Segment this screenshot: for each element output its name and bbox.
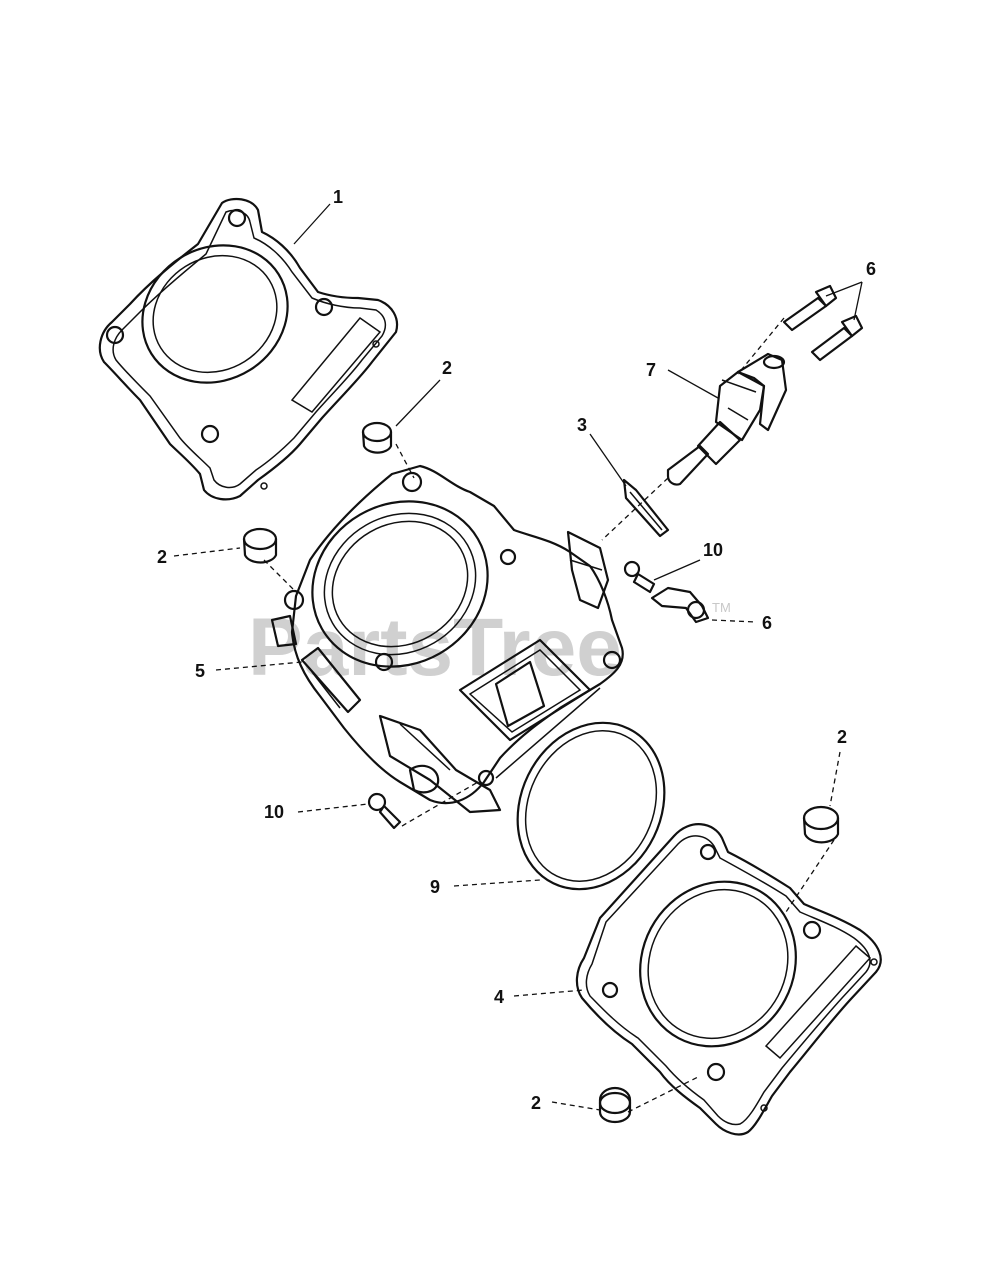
leader-1: [293, 203, 331, 245]
callout-7: 7: [646, 360, 656, 380]
callout-4: 4: [494, 987, 504, 1007]
dowel-pin-lower-right: [802, 805, 840, 844]
tensioner-bolt-lower: [810, 314, 864, 362]
callout-3: 3: [577, 415, 587, 435]
callout-labels: 1 2 2 2 2 3 4 5 6 6 7 9 10 10: [157, 187, 876, 1113]
leader-3-axis: [601, 477, 669, 541]
o-ring-part-9: [516, 721, 666, 891]
leader-2d-hole: [627, 1075, 701, 1113]
leader-6a-top: [825, 281, 863, 297]
cylinder-block-part-5: [270, 464, 624, 814]
leader-10b: [653, 559, 701, 581]
callout-2-upper-left: 2: [157, 547, 167, 567]
bolt-left-part-10: [367, 792, 402, 830]
leader-6a-bottom: [853, 281, 863, 321]
leader-2a: [395, 379, 441, 427]
leader-7: [667, 369, 719, 399]
leader-10a-axis: [401, 781, 479, 827]
tensioner-gasket-part-3: [622, 478, 670, 538]
watermark-text: PartsTree: [248, 602, 622, 693]
leader-lines: [173, 203, 863, 1113]
bracket-part-8: [650, 586, 710, 624]
leader-2c-hole: [785, 839, 835, 913]
leader-2a-pin: [395, 443, 415, 479]
leader-2b: [173, 547, 241, 557]
callout-2-upper-right: 2: [442, 358, 452, 378]
leader-2b-pin: [263, 559, 297, 593]
callout-10-left: 10: [264, 802, 284, 822]
leader-9: [453, 879, 541, 887]
watermark: PartsTree TM: [248, 600, 731, 693]
callout-10-right: 10: [703, 540, 723, 560]
leader-6-axis-upper: [737, 317, 785, 375]
dowel-pin-upper-right: [361, 421, 393, 454]
dowel-pin-lower-left: [598, 1086, 632, 1124]
callout-6-upper: 6: [866, 259, 876, 279]
callout-2-lower-left: 2: [531, 1093, 541, 1113]
base-gasket-part-4: [575, 823, 882, 1136]
leader-3: [589, 433, 627, 487]
callout-9: 9: [430, 877, 440, 897]
leader-10a: [297, 803, 369, 813]
cam-chain-tensioner-part-7: [666, 352, 788, 486]
bolt-right-part-10: [623, 560, 656, 594]
dowel-pin-upper-left: [242, 527, 278, 564]
leader-2c: [829, 751, 841, 807]
leader-2d: [551, 1101, 601, 1111]
tensioner-bolt-upper: [782, 284, 838, 332]
callout-5: 5: [195, 661, 205, 681]
watermark-trademark: TM: [712, 600, 731, 615]
callout-2-lower-right: 2: [837, 727, 847, 747]
callout-1: 1: [333, 187, 343, 207]
leader-4: [513, 989, 585, 997]
callout-6-lower: 6: [762, 613, 772, 633]
head-gasket-part-1: [98, 197, 399, 501]
leader-6b: [711, 619, 757, 623]
